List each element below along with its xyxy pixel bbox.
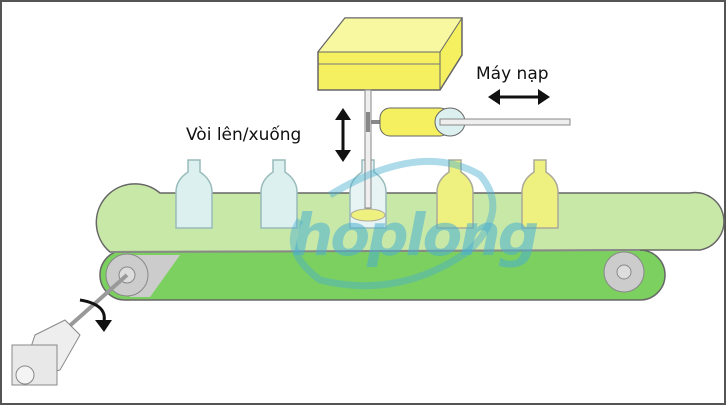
tank [316, 17, 463, 91]
rotation-arrow-icon [79, 298, 112, 332]
feeder-cylinder [379, 107, 571, 137]
watermark-logo: hoplong [289, 157, 541, 290]
bottle-empty [260, 159, 298, 229]
horizontal-double-arrow-icon [488, 89, 550, 105]
nozzle-label: Vòi lên/xuống [186, 124, 301, 145]
conveyor-belt-side [99, 249, 666, 301]
bottle-full [436, 159, 474, 229]
motor [11, 319, 81, 386]
bottle-full [521, 159, 559, 229]
svg-text:hoplong: hoplong [292, 201, 538, 269]
vertical-double-arrow-icon [335, 108, 351, 162]
bottle-empty [175, 159, 213, 229]
right-roller [603, 251, 645, 293]
feeder-label: Máy nạp [476, 64, 549, 84]
nozzle [364, 89, 372, 209]
